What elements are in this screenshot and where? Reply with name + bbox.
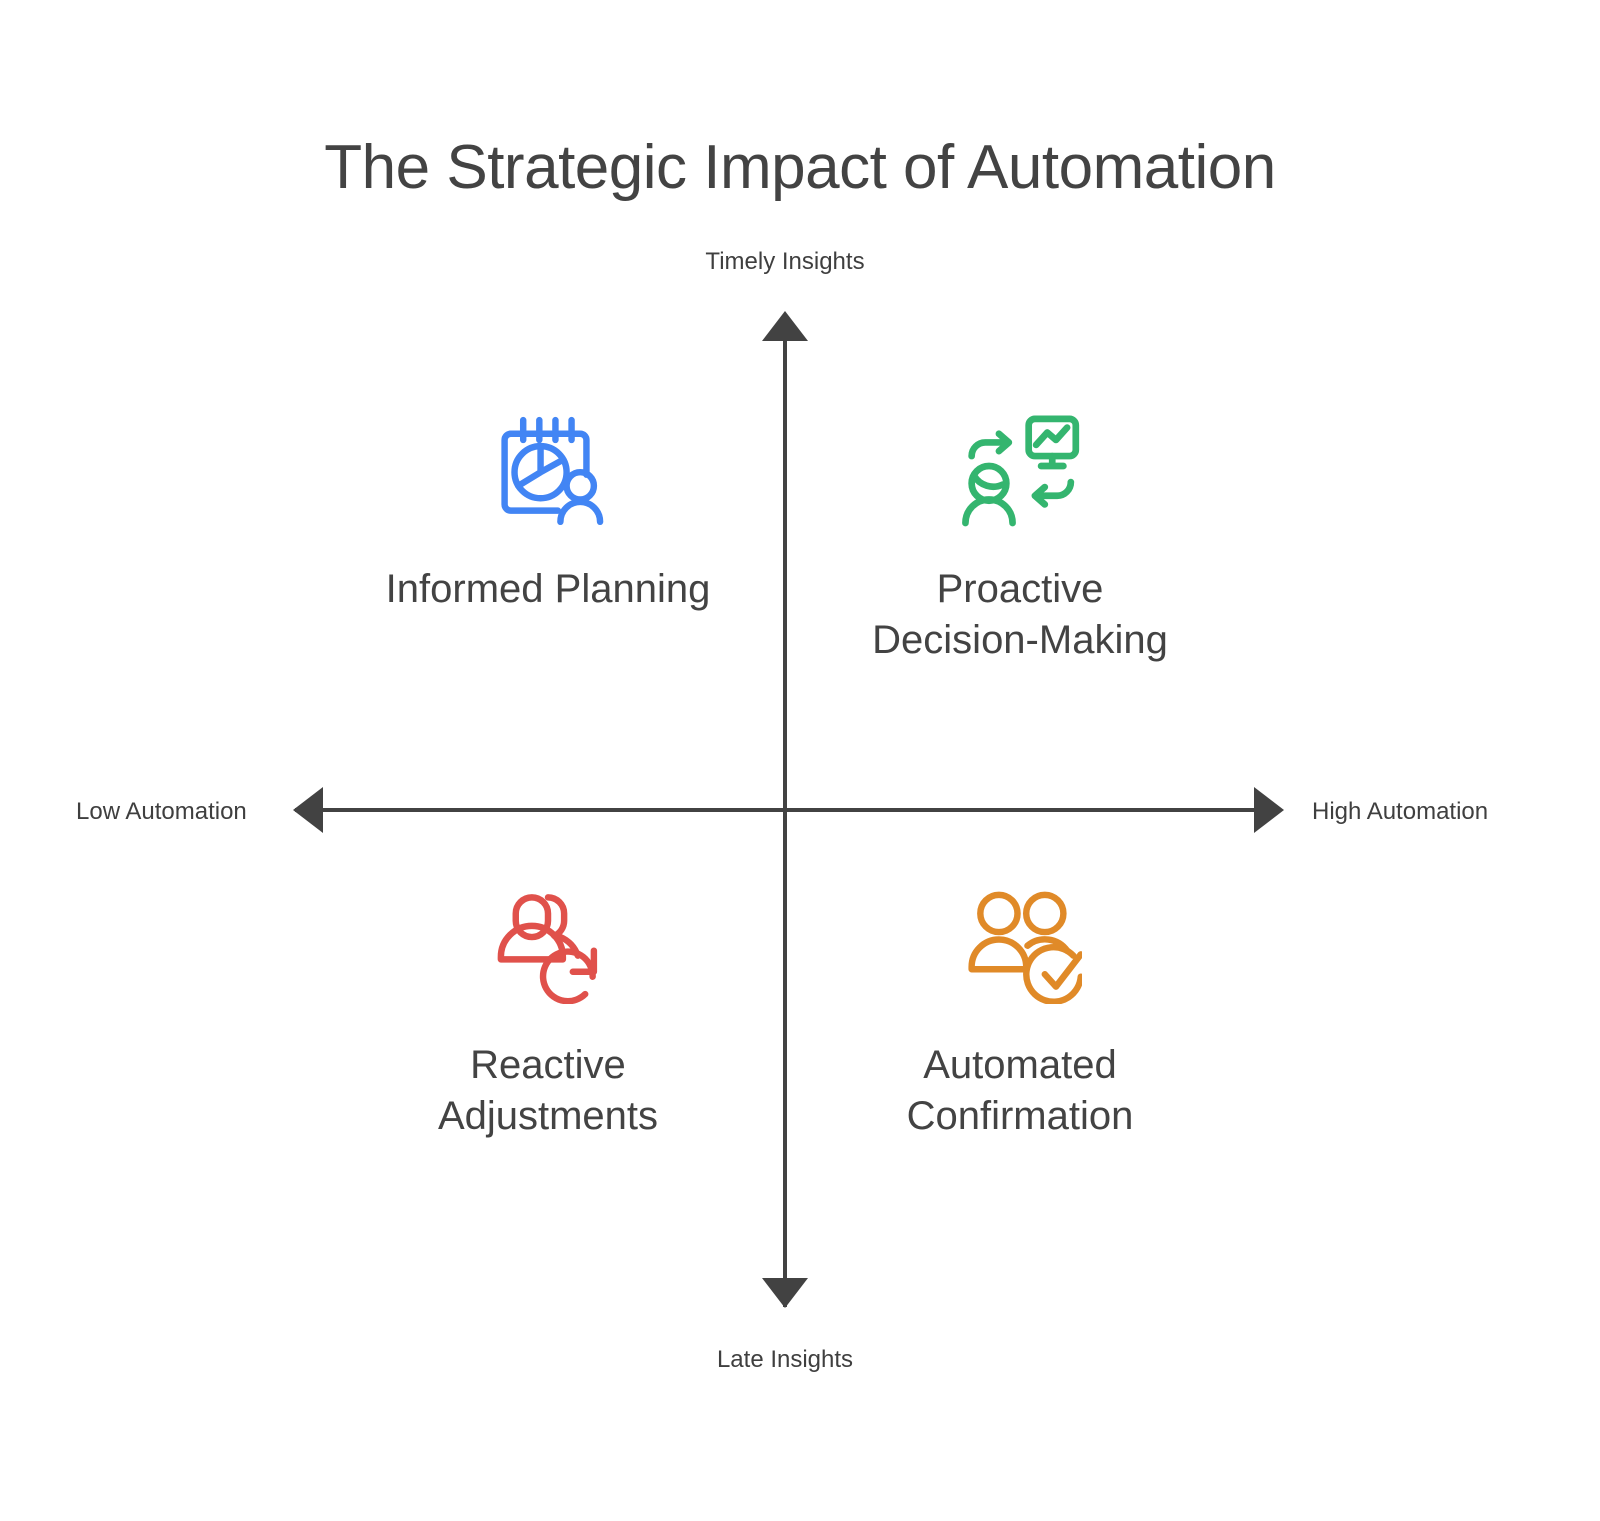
quadrant-label: Reactive Adjustments	[437, 1043, 659, 1139]
arrow-right-icon	[1254, 787, 1284, 833]
axis-label-low-automation: Low Automation	[76, 798, 247, 825]
arrow-up-icon	[762, 311, 808, 341]
users-refresh-icon	[497, 894, 598, 1004]
axis-label-timely-insights: Timely Insights	[705, 248, 865, 275]
quadrant-label: Informed Planning	[385, 567, 711, 611]
arrow-left-icon	[293, 787, 323, 833]
axis-label-high-automation: High Automation	[1312, 798, 1489, 825]
person-monitor-exchange-icon	[962, 415, 1080, 527]
quadrant-automated-confirmation: Automated Confirmation	[810, 880, 1230, 1142]
quadrant-label: Automated Confirmation	[906, 1043, 1134, 1139]
quadrant-label: Proactive Decision-Making	[872, 567, 1168, 663]
axis-label-late-insights: Late Insights	[716, 1346, 854, 1373]
quadrant-informed-planning: Informed Planning	[338, 404, 758, 615]
vertical-axis-line	[783, 325, 787, 1307]
page-title: The Strategic Impact of Automation	[324, 132, 1276, 202]
quadrant-proactive-decision-making: Proactive Decision-Making	[810, 404, 1230, 666]
calendar-pie-chart-person-icon	[501, 416, 604, 526]
arrow-down-icon	[762, 1278, 808, 1308]
users-check-icon	[968, 891, 1082, 1004]
horizontal-axis-line	[295, 808, 1280, 812]
quadrant-reactive-adjustments: Reactive Adjustments	[338, 880, 758, 1142]
